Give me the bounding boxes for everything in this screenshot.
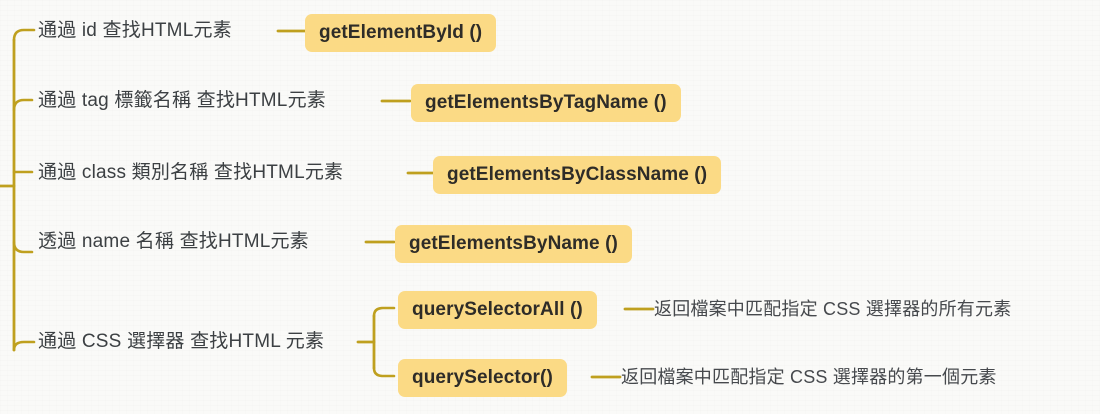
- method-badge-get-element-by-id[interactable]: getElementById (): [305, 14, 497, 52]
- css-subbranch-elbow-one: [372, 366, 396, 378]
- branch-label-by-name: 透過 name 名稱 查找HTML元素: [38, 231, 309, 252]
- branch-label-by-id: 通過 id 查找HTML元素: [38, 20, 232, 41]
- elbow-by-name: [12, 240, 34, 254]
- elbow-by-tag: [12, 98, 34, 112]
- description-query-selector-all: 返回檔案中匹配指定 CSS 選擇器的所有元素: [654, 299, 1012, 319]
- branch-label-by-css-selector: 通過 CSS 選擇器 查找HTML 元素: [38, 331, 325, 352]
- branch-label-by-class: 通過 class 類別名稱 查找HTML元素: [38, 162, 344, 183]
- css-subbranch-elbow-all: [372, 306, 396, 318]
- method-badge-query-selector-all[interactable]: querySelectorAll (): [398, 291, 597, 329]
- method-badge-get-elements-by-tag-name[interactable]: getElementsByTagName (): [411, 84, 681, 122]
- elbow-by-id: [12, 28, 36, 42]
- elbow-by-css: [12, 340, 36, 352]
- branch-label-by-tag: 通過 tag 標籤名稱 查找HTML元素: [38, 90, 326, 111]
- method-badge-query-selector[interactable]: querySelector(): [398, 359, 567, 397]
- method-badge-get-elements-by-name[interactable]: getElementsByName (): [395, 225, 632, 263]
- method-badge-get-elements-by-class-name[interactable]: getElementsByClassName (): [433, 156, 722, 194]
- description-query-selector: 返回檔案中匹配指定 CSS 選擇器的第一個元素: [621, 367, 997, 387]
